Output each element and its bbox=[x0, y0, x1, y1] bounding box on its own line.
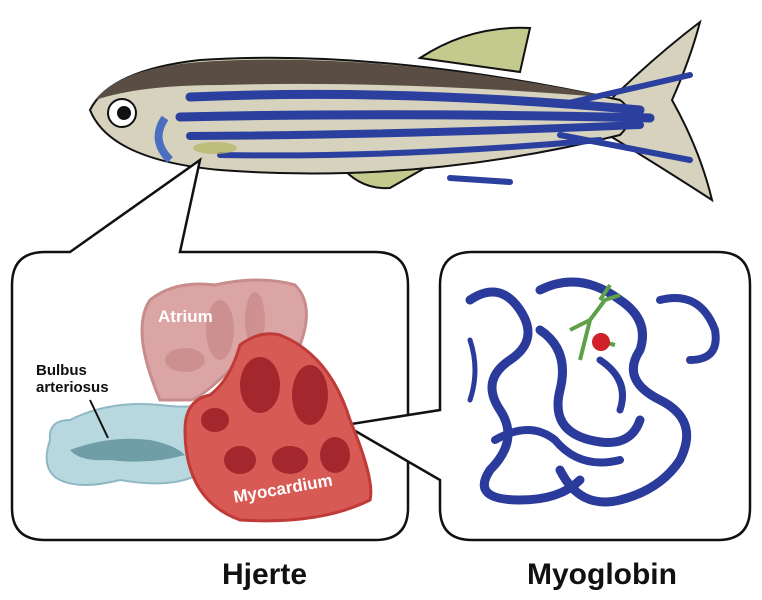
heme-group bbox=[569, 283, 621, 361]
iron-atom bbox=[592, 333, 610, 351]
heart-illustration bbox=[45, 278, 373, 523]
gill-mark bbox=[154, 115, 173, 163]
dorsal-fin bbox=[417, 26, 532, 74]
myoglobin-callout-box bbox=[341, 250, 752, 542]
heart-caption: Hjerte bbox=[222, 558, 308, 591]
bulbus-pointer bbox=[89, 399, 109, 439]
bulbus-label-line1: Bulbus bbox=[36, 362, 87, 379]
fish-back bbox=[95, 59, 615, 100]
bulbus-label: Bulbus arteriosus bbox=[36, 362, 109, 396]
stripes bbox=[175, 72, 693, 185]
myoglobin-structure bbox=[465, 277, 720, 507]
atrium-label: Atrium bbox=[158, 307, 213, 326]
zebrafish-illustration bbox=[88, 19, 714, 203]
heart-location bbox=[193, 142, 237, 154]
pupil bbox=[117, 106, 131, 120]
tail-fin bbox=[599, 19, 714, 203]
myoglobin-caption: Myoglobin bbox=[527, 558, 677, 591]
bulbus-label-line2: arteriosus bbox=[36, 379, 109, 396]
